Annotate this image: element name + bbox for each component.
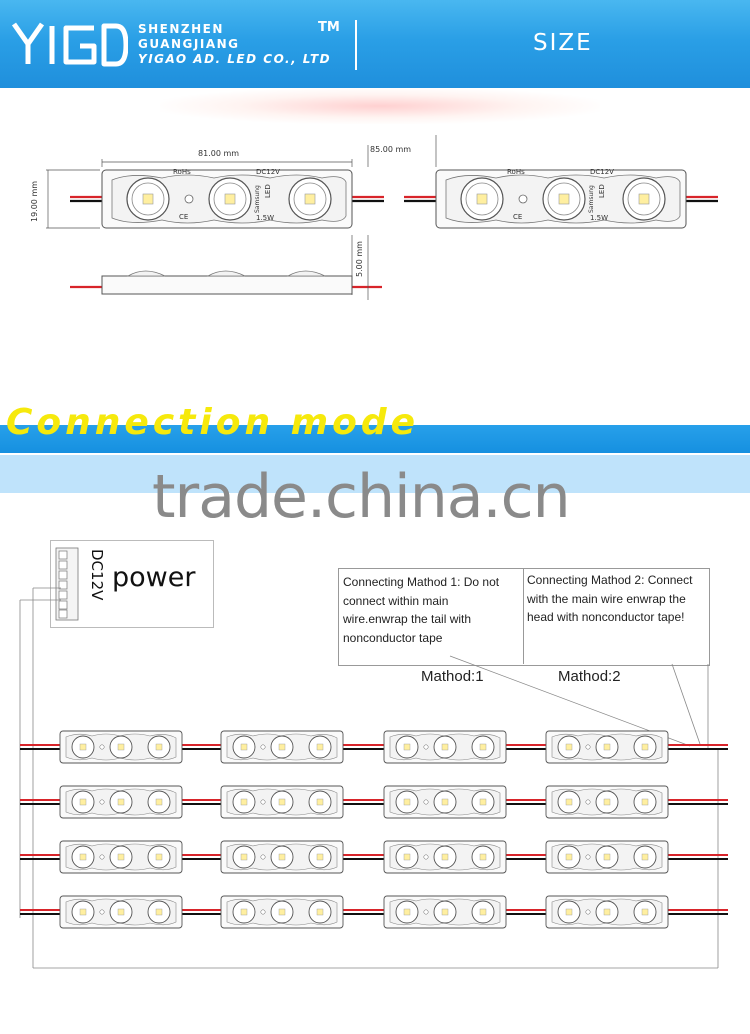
method1-note-line: wire.enwrap the tail with	[343, 612, 472, 626]
company-name-line2: GUANGJIANG	[138, 37, 240, 51]
size-section-title: SIZE	[533, 30, 593, 56]
company-name-line3: YIGAO AD. LED CO., LTD	[138, 52, 332, 66]
method2-note-line: head with nonconductor tape!	[527, 610, 685, 624]
method2-note-line: with the main wire enwrap the	[527, 591, 686, 606]
header-divider	[355, 20, 357, 70]
voltage-mark: DC12V	[256, 168, 280, 176]
rohs-mark-right: RoHs	[507, 168, 525, 176]
company-name-line1: SHENZHEN	[138, 22, 224, 36]
watermark: trade.china.cn	[152, 462, 571, 532]
method1-label: Mathod:1	[421, 668, 484, 685]
method1-note-line: nonconductor tape	[343, 630, 443, 645]
notes-divider	[523, 568, 524, 664]
company-logo	[11, 22, 128, 67]
method2-note-line: Connecting Mathod 2: Connect	[527, 573, 693, 587]
size-drawing	[46, 135, 718, 300]
ce-mark: CE	[179, 213, 189, 221]
connection-banner	[0, 425, 750, 453]
trademark-mark: TM	[318, 20, 340, 35]
voltage-mark-right: DC12V	[590, 168, 614, 176]
ce-mark-right: CE	[513, 213, 523, 221]
method1-note-line: Connecting Mathod 1: Do not	[343, 575, 500, 589]
length-dimension-label: 85.00 mm	[370, 145, 412, 154]
power-mark-right: 1.5W	[590, 214, 609, 222]
connection-notes-box	[338, 568, 710, 666]
rohs-mark: RoHs	[173, 168, 191, 176]
power-mark: 1.5W	[256, 214, 275, 222]
method2-label: Mathod:2	[558, 668, 621, 685]
width-dimension-label: 81.00 mm	[198, 149, 240, 158]
connection-banner-lower	[0, 455, 750, 493]
connection-mode-title: Connection mode	[6, 402, 420, 443]
header-glow	[160, 88, 600, 124]
power-label: power	[112, 562, 196, 593]
method1-note: Connecting Mathod 1: Do not connect with…	[343, 573, 521, 647]
method2-note: Connecting Mathod 2: Connect with the ma…	[527, 571, 707, 627]
method1-note-line: connect within main	[343, 593, 449, 608]
terminal-block	[55, 547, 79, 621]
